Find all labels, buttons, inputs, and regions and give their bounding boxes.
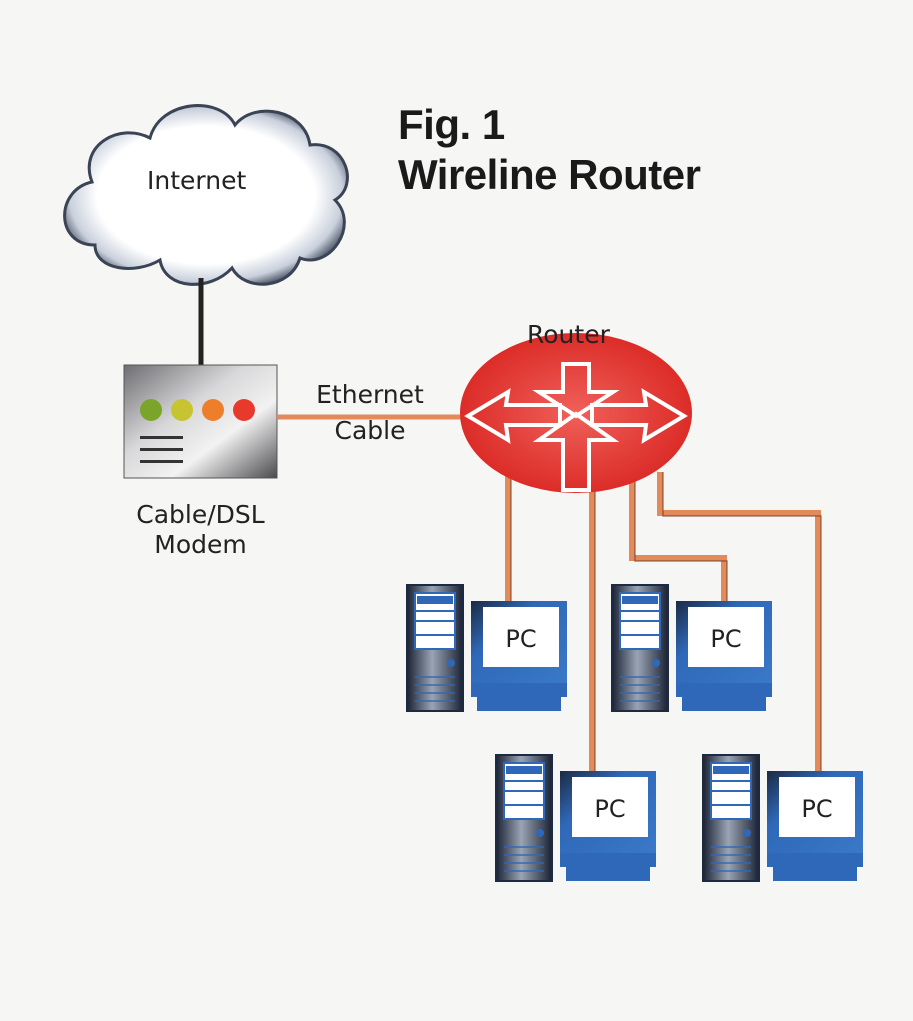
monitor-icon: PC [676,601,772,711]
tower-icon [611,584,669,712]
monitor-icon: PC [767,771,863,881]
figure-heading: Wireline Router [398,151,701,198]
tower-icon [495,754,553,882]
tower-icon [406,584,464,712]
cable-to-pc-4 [657,472,821,772]
router-icon [460,333,692,493]
ethernet-cable-label: Ethernet Cable [305,380,435,446]
ethernet-label-line1: Ethernet [316,380,424,409]
router-label: Router [527,320,610,349]
modem-label-line1: Cable/DSL [136,500,265,529]
pc-2-icon: PC [611,584,772,712]
internet-label: Internet [147,166,247,195]
pc-3-icon: PC [495,754,656,882]
pc-1-icon: PC [406,584,567,712]
router-pc-cables [505,470,821,778]
cable-to-pc-2 [629,476,727,605]
modem-icon [123,364,278,479]
pc-label: PC [710,625,741,653]
pc-4-icon: PC [702,754,863,882]
modem-label-line2: Modem [154,530,247,559]
tower-icon [702,754,760,882]
modem-light-green [140,399,162,421]
modem-light-red [233,399,255,421]
ethernet-label-line2: Cable [334,416,406,445]
pc-label: PC [801,795,832,823]
figure-number: Fig. 1 [398,101,505,148]
pc-label: PC [505,625,536,653]
pc-label: PC [594,795,625,823]
monitor-icon: PC [560,771,656,881]
modem-label: Cable/DSL Modem [124,500,277,560]
figure-title: Fig. 1 Wireline Router [398,100,701,200]
modem-light-yellow [171,399,193,421]
modem-light-orange [202,399,224,421]
monitor-icon: PC [471,601,567,711]
